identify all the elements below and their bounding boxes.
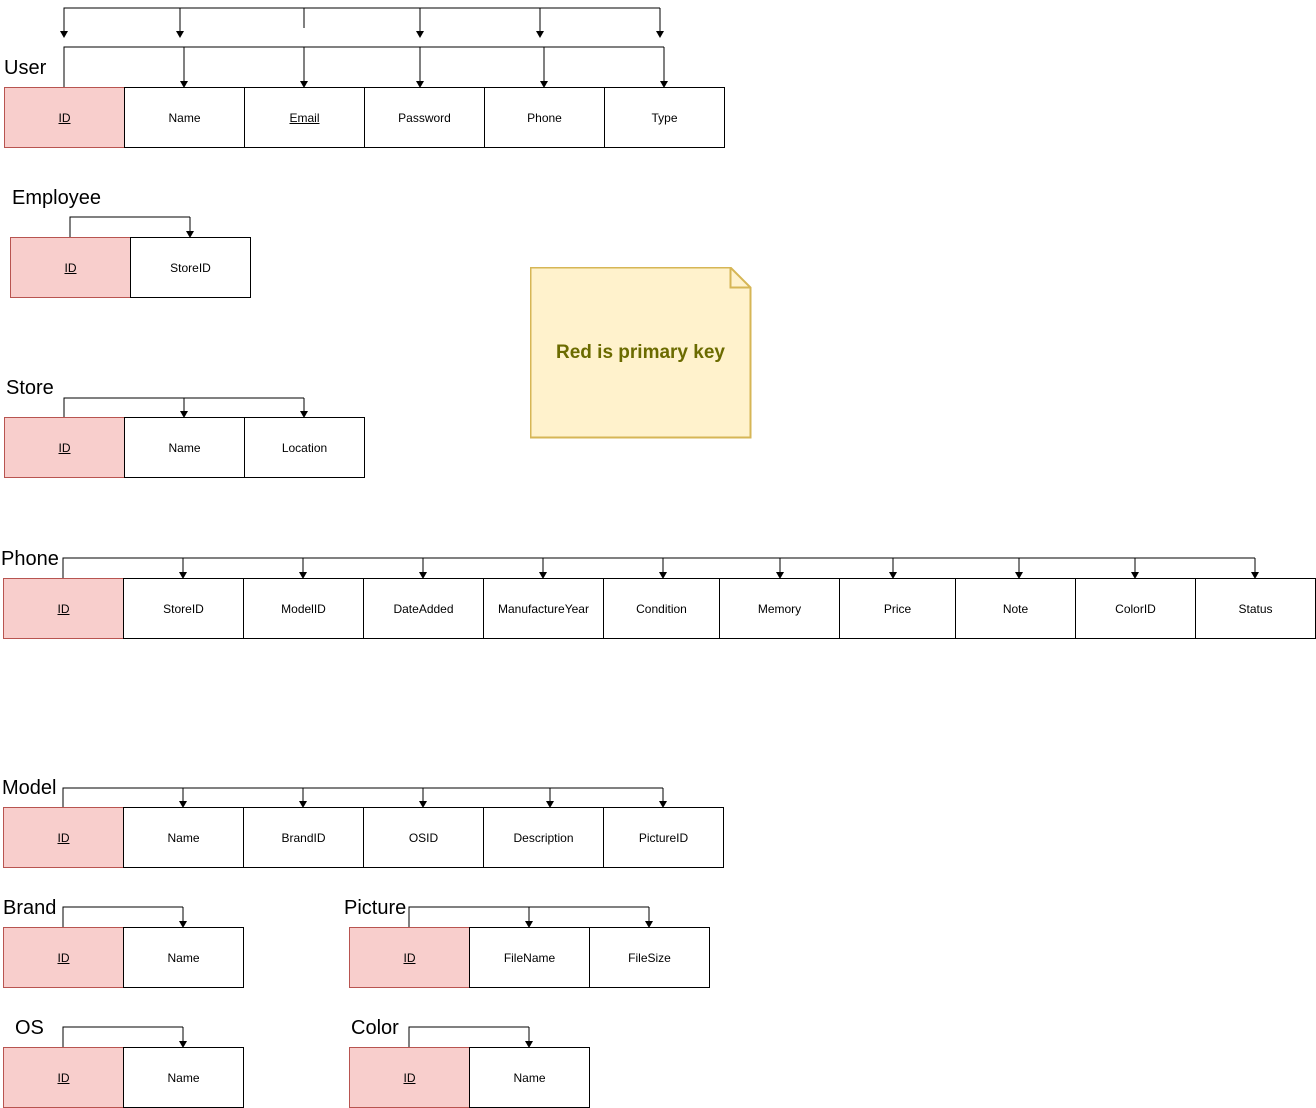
legend-note: Red is primary key bbox=[530, 267, 752, 439]
store-column-name: Name bbox=[124, 417, 245, 478]
store-column-location: Location bbox=[244, 417, 365, 478]
table-title-employee: Employee bbox=[12, 187, 101, 209]
os-column-name: Name bbox=[123, 1047, 244, 1108]
model-connector-bar bbox=[62, 787, 663, 807]
table-title-phone: Phone bbox=[1, 548, 59, 570]
color-column-id: ID bbox=[349, 1047, 470, 1108]
brand-column-id: ID bbox=[3, 927, 124, 988]
user-top-bus bbox=[63, 7, 660, 37]
phone-column-colorid: ColorID bbox=[1075, 578, 1196, 639]
color-connector-bar bbox=[408, 1026, 529, 1047]
user-connector-bar bbox=[63, 46, 664, 87]
model-column-pictureid: PictureID bbox=[603, 807, 724, 868]
phone-column-note: Note bbox=[955, 578, 1076, 639]
user-column-id: ID bbox=[4, 87, 125, 148]
phone-column-price: Price bbox=[839, 578, 956, 639]
phone-connector-bar bbox=[62, 557, 1255, 578]
note-shape bbox=[530, 267, 752, 439]
phone-column-modelid: ModelID bbox=[243, 578, 364, 639]
phone-column-id: ID bbox=[3, 578, 124, 639]
store-column-id: ID bbox=[4, 417, 125, 478]
phone-column-storeid: StoreID bbox=[123, 578, 244, 639]
picture-column-filesize: FileSize bbox=[589, 927, 710, 988]
model-column-description: Description bbox=[483, 807, 604, 868]
note-text: Red is primary key bbox=[556, 341, 725, 363]
user-column-password: Password bbox=[364, 87, 485, 148]
table-title-picture: Picture bbox=[344, 897, 407, 919]
os-column-id: ID bbox=[3, 1047, 124, 1108]
phone-column-condition: Condition bbox=[603, 578, 720, 639]
picture-connector-bar bbox=[408, 906, 649, 927]
user-column-type: Type bbox=[604, 87, 725, 148]
phone-column-dateadded: DateAdded bbox=[363, 578, 484, 639]
brand-column-name: Name bbox=[123, 927, 244, 988]
model-column-id: ID bbox=[3, 807, 124, 868]
table-title-os: OS bbox=[15, 1017, 44, 1039]
table-title-brand: Brand bbox=[3, 897, 57, 919]
table-title-color: Color bbox=[351, 1017, 399, 1039]
employee-column-storeid: StoreID bbox=[130, 237, 251, 298]
picture-column-filename: FileName bbox=[469, 927, 590, 988]
os-connector-bar bbox=[62, 1026, 183, 1047]
brand-connector-bar bbox=[62, 906, 183, 927]
model-column-brandid: BrandID bbox=[243, 807, 364, 868]
user-column-name: Name bbox=[124, 87, 245, 148]
color-column-name: Name bbox=[469, 1047, 590, 1108]
phone-column-status: Status bbox=[1195, 578, 1316, 639]
model-column-osid: OSID bbox=[363, 807, 484, 868]
phone-column-manufactureyear: ManufactureYear bbox=[483, 578, 604, 639]
employee-connector-bar bbox=[69, 216, 190, 237]
picture-column-id: ID bbox=[349, 927, 470, 988]
user-column-email: Email bbox=[244, 87, 365, 148]
table-title-store: Store bbox=[6, 377, 54, 399]
store-connector-bar bbox=[63, 397, 304, 417]
phone-column-memory: Memory bbox=[719, 578, 840, 639]
table-title-user: User bbox=[4, 57, 47, 79]
table-title-model: Model bbox=[2, 777, 57, 799]
employee-column-id: ID bbox=[10, 237, 131, 298]
model-column-name: Name bbox=[123, 807, 244, 868]
user-column-phone: Phone bbox=[484, 87, 605, 148]
